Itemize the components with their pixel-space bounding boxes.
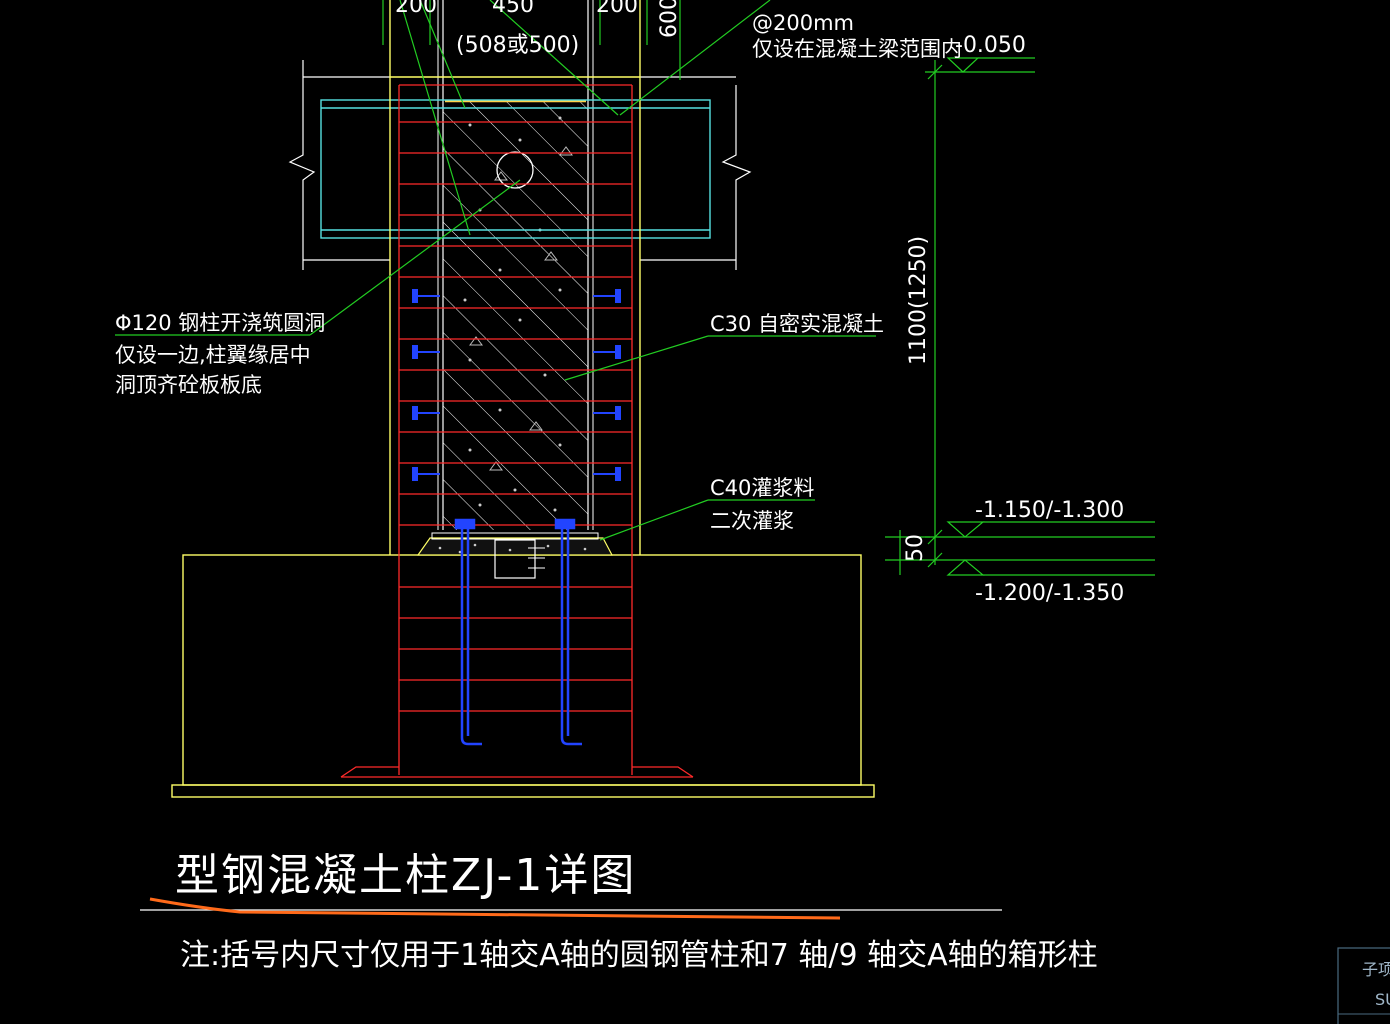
shear-stud-head <box>412 289 418 303</box>
stirrups <box>399 121 632 712</box>
steel-beam <box>320 99 711 239</box>
grout-pad <box>416 532 613 579</box>
grout-thickness: 50 <box>903 534 928 562</box>
beam-break-lines <box>288 60 752 270</box>
drawing-note: 注:括号内尺寸仅用于1轴交A轴的圆钢管柱和7 轴/9 轴交A轴的箱形柱 <box>180 938 1098 973</box>
concrete-aggregate-dots <box>463 116 562 512</box>
shear-stud-head <box>615 406 621 420</box>
footing-rebar-bend <box>340 766 694 778</box>
top-dimension-ticks <box>382 0 648 45</box>
title-underline-mark <box>149 897 841 920</box>
column-outline <box>389 0 641 555</box>
hole-note-line1: Φ120 钢柱开浇筑圆洞 <box>115 311 325 335</box>
dim-center-450: 450 <box>492 0 534 18</box>
drawing-title: 型钢混凝土柱ZJ-1详图 <box>175 850 636 901</box>
title-block-line2: SU <box>1375 990 1390 1009</box>
hole-note-line2: 仅设一边,柱翼缘居中 <box>115 343 311 367</box>
top-dimension-labels: 200 450 (508或500) 200 600 <box>395 0 682 58</box>
title-block-line1: 子项 <box>1362 960 1390 979</box>
rebar-cage <box>398 84 633 775</box>
shear-studs <box>412 289 621 481</box>
footing <box>171 554 875 798</box>
stirrup-spacing: @200mm <box>752 11 854 35</box>
shear-stud-head <box>615 467 621 481</box>
shear-key <box>494 539 536 579</box>
title-block: 子项 SU <box>1337 947 1390 1024</box>
dim-vertical-600: 600 <box>657 0 682 38</box>
concrete-label: C30 自密实混凝土 <box>710 312 884 336</box>
shear-stud-head <box>615 345 621 359</box>
elevation-bottom: -1.200/-1.350 <box>975 581 1124 606</box>
elevation-height: 1100(1250) <box>906 236 931 365</box>
grout-label-line1: C40灌浆料 <box>710 476 814 500</box>
concrete-core <box>437 0 594 530</box>
pour-hole-circle <box>496 151 534 189</box>
dim-center-alt: (508或500) <box>456 33 579 58</box>
callout-labels: @200mm 仅设在混凝土梁范围内 Φ120 钢柱开浇筑圆洞 仅设一边,柱翼缘居… <box>115 11 962 533</box>
stirrup-scope: 仅设在混凝土梁范围内 <box>752 37 962 61</box>
anchor-bolts <box>454 518 582 746</box>
shear-stud-head <box>412 467 418 481</box>
elevation-dimension-lines <box>885 57 1155 576</box>
elevation-mid: -1.150/-1.300 <box>975 498 1124 523</box>
hole-note-line3: 洞顶齐砼板板底 <box>115 373 262 397</box>
shear-stud-head <box>412 406 418 420</box>
leader-lines <box>115 0 876 541</box>
title-area: 型钢混凝土柱ZJ-1详图 注:括号内尺寸仅用于1轴交A轴的圆钢管柱和7 轴/9 … <box>140 850 1098 973</box>
dim-left-200: 200 <box>395 0 437 18</box>
grout-label-line2: 二次灌浆 <box>710 509 794 533</box>
elevation-labels: -0.050 -1.150/-1.300 -1.200/-1.350 1100(… <box>903 33 1124 606</box>
dim-right-200: 200 <box>596 0 638 18</box>
elevation-top: -0.050 <box>955 33 1026 58</box>
shear-stud-head <box>615 289 621 303</box>
shear-stud-head <box>412 345 418 359</box>
